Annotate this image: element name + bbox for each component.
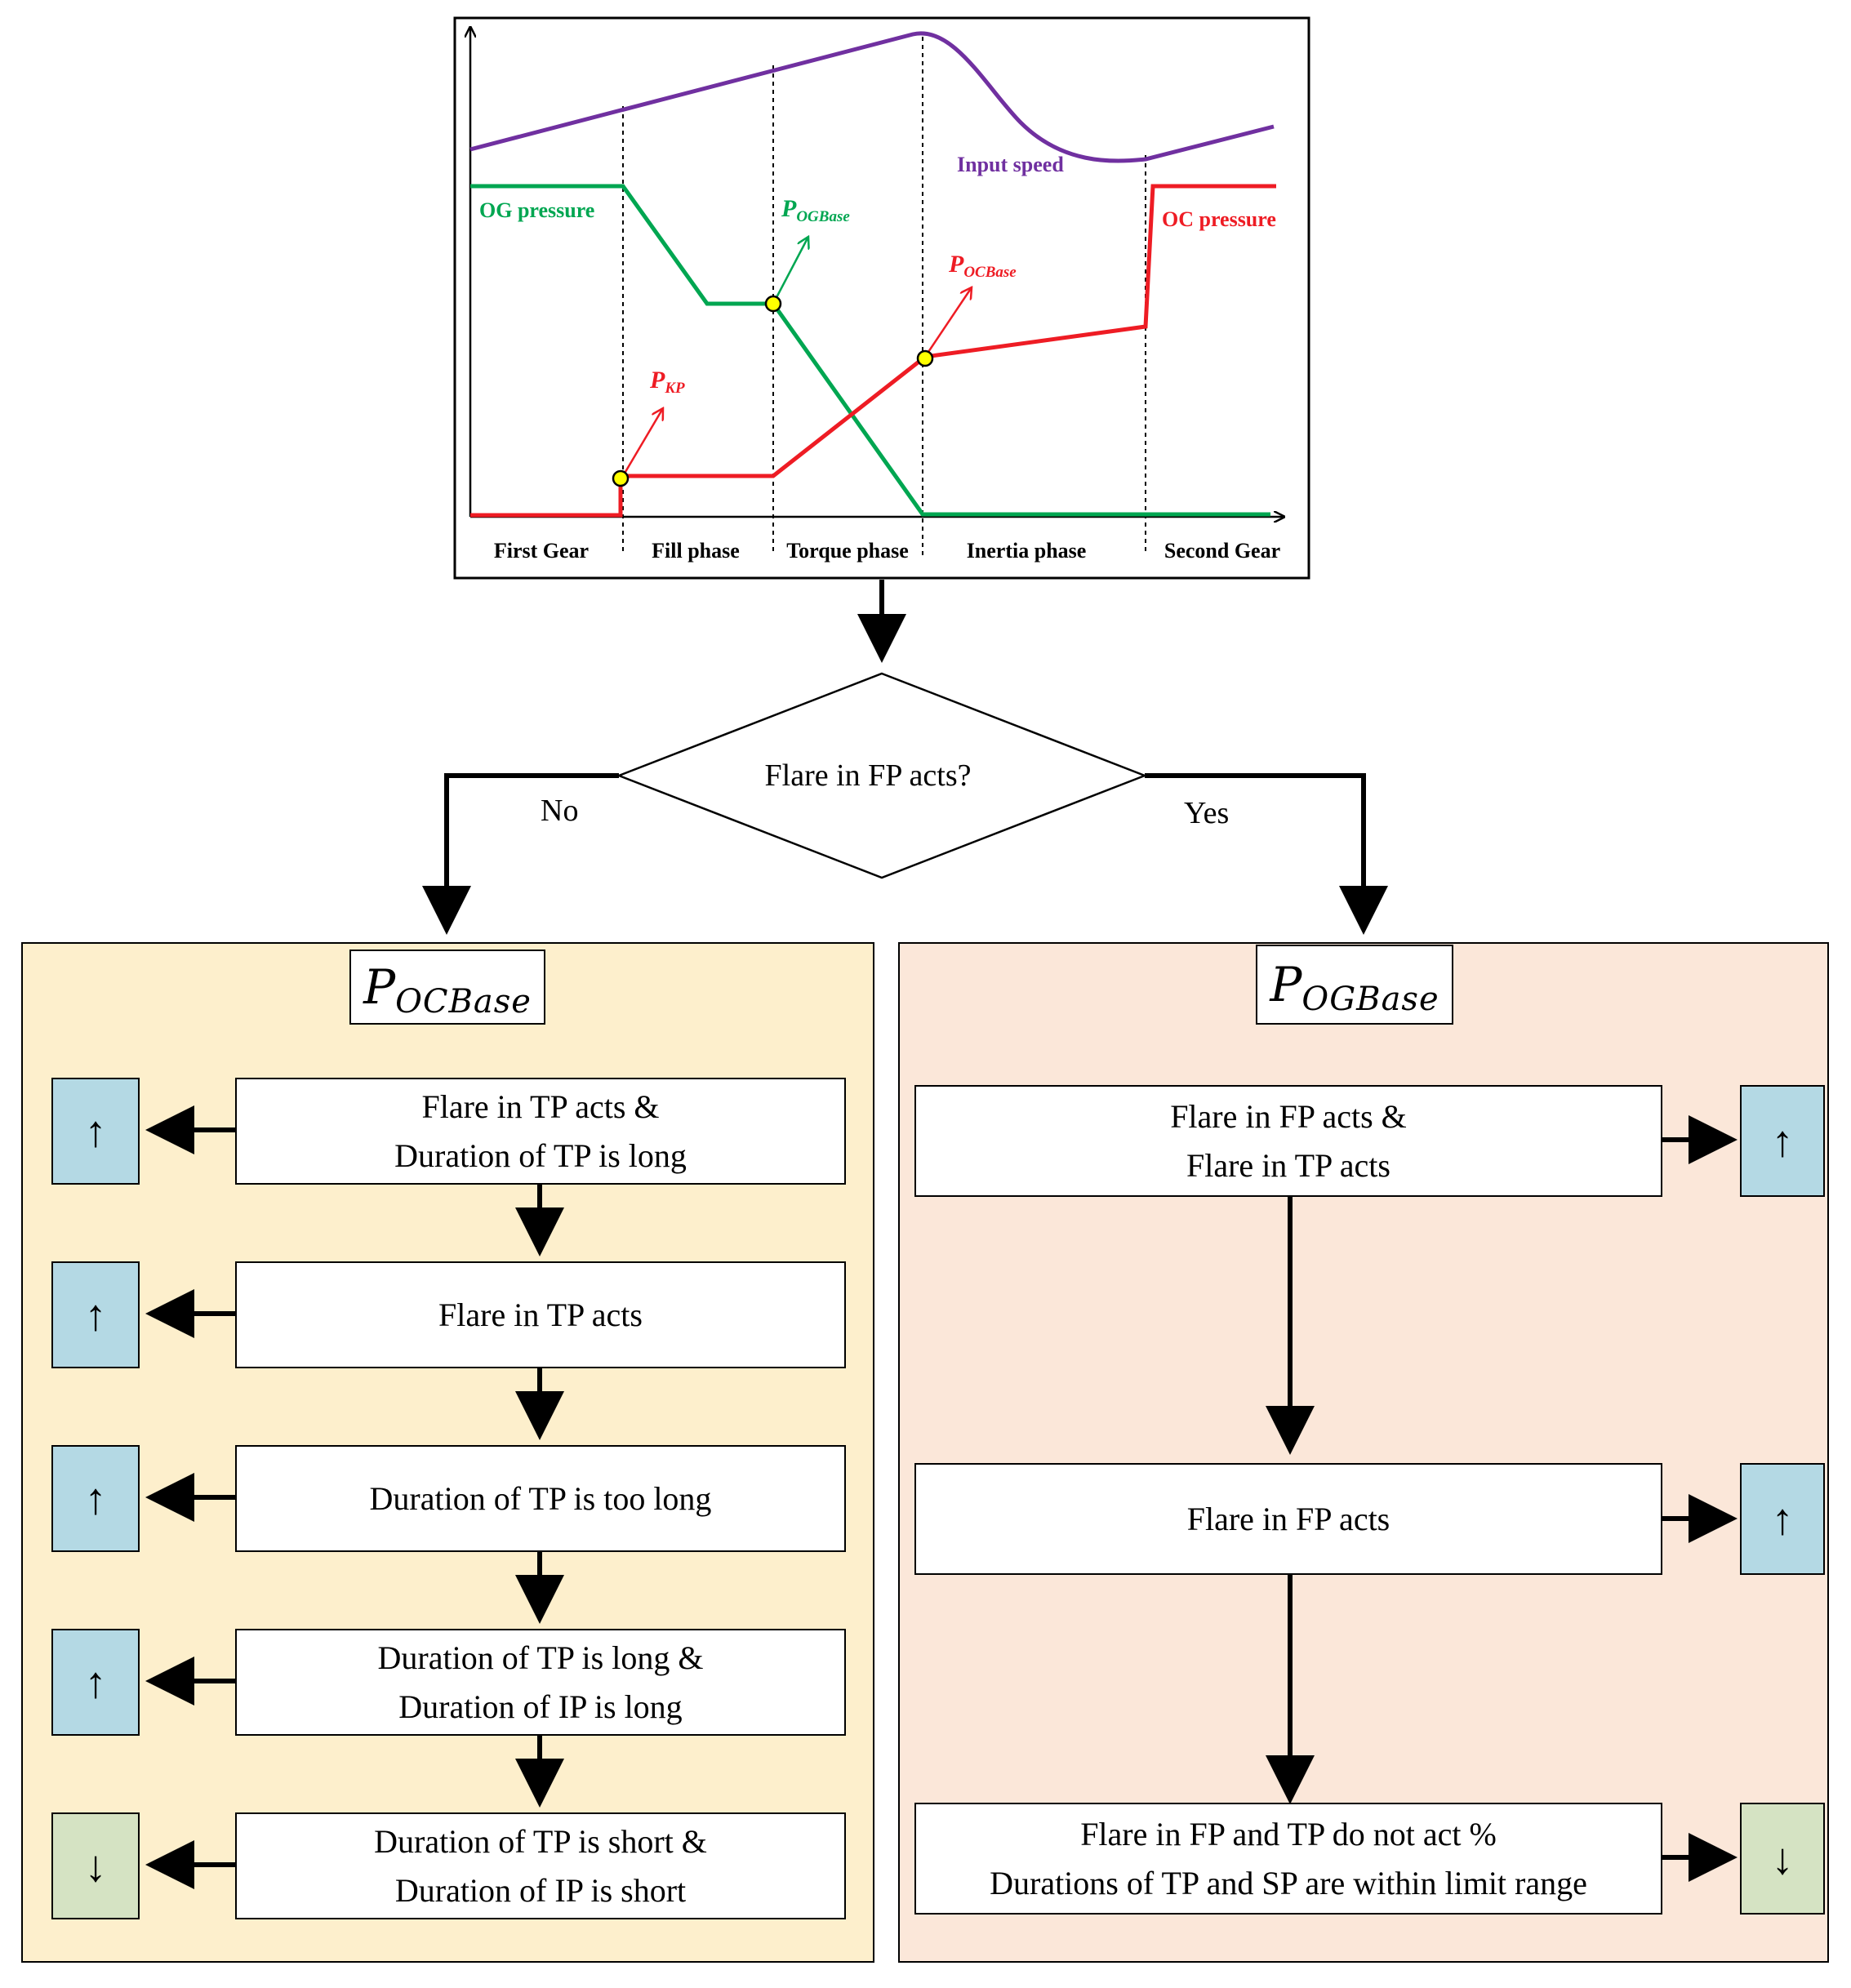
- p-ocbase-dot: [916, 349, 934, 367]
- right-title-symbol: P: [1270, 957, 1302, 1012]
- right-step-3: Flare in FP and TP do not act % Durations…: [914, 1803, 1662, 1915]
- p-ocbase-label: POCBase: [948, 251, 1017, 281]
- phase-label-first-gear: First Gear: [494, 539, 589, 563]
- left-step-5: Duration of TP is short & Duration of IP …: [235, 1812, 846, 1919]
- left-result-4-up-arrow-icon: ↑: [51, 1629, 140, 1736]
- no-label: No: [541, 794, 578, 828]
- oc-pressure-label: OC pressure: [1162, 207, 1276, 231]
- left-step-1-line-2: Duration of TP is long: [394, 1136, 687, 1174]
- right-title-subscript: OGBase: [1301, 981, 1439, 1018]
- right-step-2-line-1: Flare in FP acts: [1186, 1500, 1390, 1537]
- left-step-4: Duration of TP is long & Duration of IP i…: [235, 1629, 846, 1736]
- left-step-1: Flare in TP acts & Duration of TP is long: [235, 1078, 846, 1185]
- right-result-1-up-arrow-icon: ↑: [1740, 1085, 1825, 1197]
- left-step-5-line-1: Duration of TP is short &: [374, 1822, 707, 1860]
- oc-pressure-curve: [470, 184, 1276, 518]
- right-step-3-line-1: Flare in FP and TP do not act %: [1080, 1815, 1497, 1852]
- left-result-3-up-arrow-icon: ↑: [51, 1445, 140, 1552]
- left-step-3-line-1: Duration of TP is too long: [369, 1479, 712, 1517]
- og-pressure-label: OG pressure: [479, 198, 594, 222]
- right-step-2: Flare in FP acts: [914, 1463, 1662, 1575]
- left-step-3: Duration of TP is too long: [235, 1445, 846, 1552]
- phase-label-second-gear: Second Gear: [1164, 539, 1280, 563]
- p-ocbase-arrow: [923, 287, 972, 358]
- left-result-5-down-arrow-icon: ↓: [51, 1812, 140, 1919]
- decision-diamond: [616, 672, 1148, 879]
- og-pressure-curve: [470, 184, 1270, 517]
- chart-frame: [453, 16, 1310, 580]
- left-step-4-line-2: Duration of IP is long: [398, 1688, 683, 1725]
- input-speed-curve: [469, 31, 1275, 163]
- left-step-5-line-2: Duration of IP is short: [394, 1871, 687, 1909]
- right-step-1: Flare in FP acts & Flare in TP acts: [914, 1085, 1662, 1197]
- p-ogbase-label: POGBase: [781, 195, 850, 225]
- decision-question: Flare in FP acts?: [765, 758, 972, 793]
- right-result-3-down-arrow-icon: ↓: [1740, 1803, 1825, 1915]
- left-step-2: Flare in TP acts: [235, 1261, 846, 1368]
- phase-label-fill: Fill phase: [652, 539, 740, 563]
- input-speed-label: Input speed: [957, 153, 1064, 176]
- left-step-1-line-1: Flare in TP acts &: [421, 1087, 660, 1125]
- phase-label-inertia: Inertia phase: [967, 539, 1087, 563]
- yes-branch-connector: [1145, 773, 1388, 935]
- p-kp-label: PKP: [649, 367, 685, 397]
- left-title-subscript: OCBase: [395, 983, 532, 1021]
- p-ogbase-dot: [764, 295, 782, 313]
- right-step-1-line-1: Flare in FP acts &: [1170, 1097, 1407, 1135]
- p-ogbase-arrow: [772, 237, 808, 305]
- p-kp-dot: [612, 469, 630, 487]
- left-step-2-line-1: Flare in TP acts: [438, 1296, 643, 1333]
- no-branch-connector: [422, 773, 619, 935]
- phase-label-torque: Torque phase: [786, 539, 909, 563]
- left-step-4-line-1: Duration of TP is long &: [377, 1639, 704, 1676]
- right-step-3-line-2: Durations of TP and SP are within limit …: [990, 1864, 1587, 1901]
- left-result-2-up-arrow-icon: ↑: [51, 1261, 140, 1368]
- right-step-1-line-2: Flare in TP acts: [1186, 1146, 1390, 1184]
- yes-label: Yes: [1184, 796, 1229, 830]
- left-title-symbol: P: [363, 959, 396, 1015]
- right-result-2-up-arrow-icon: ↑: [1740, 1463, 1825, 1575]
- p-kp-arrow: [621, 408, 663, 477]
- left-result-1-up-arrow-icon: ↑: [51, 1078, 140, 1185]
